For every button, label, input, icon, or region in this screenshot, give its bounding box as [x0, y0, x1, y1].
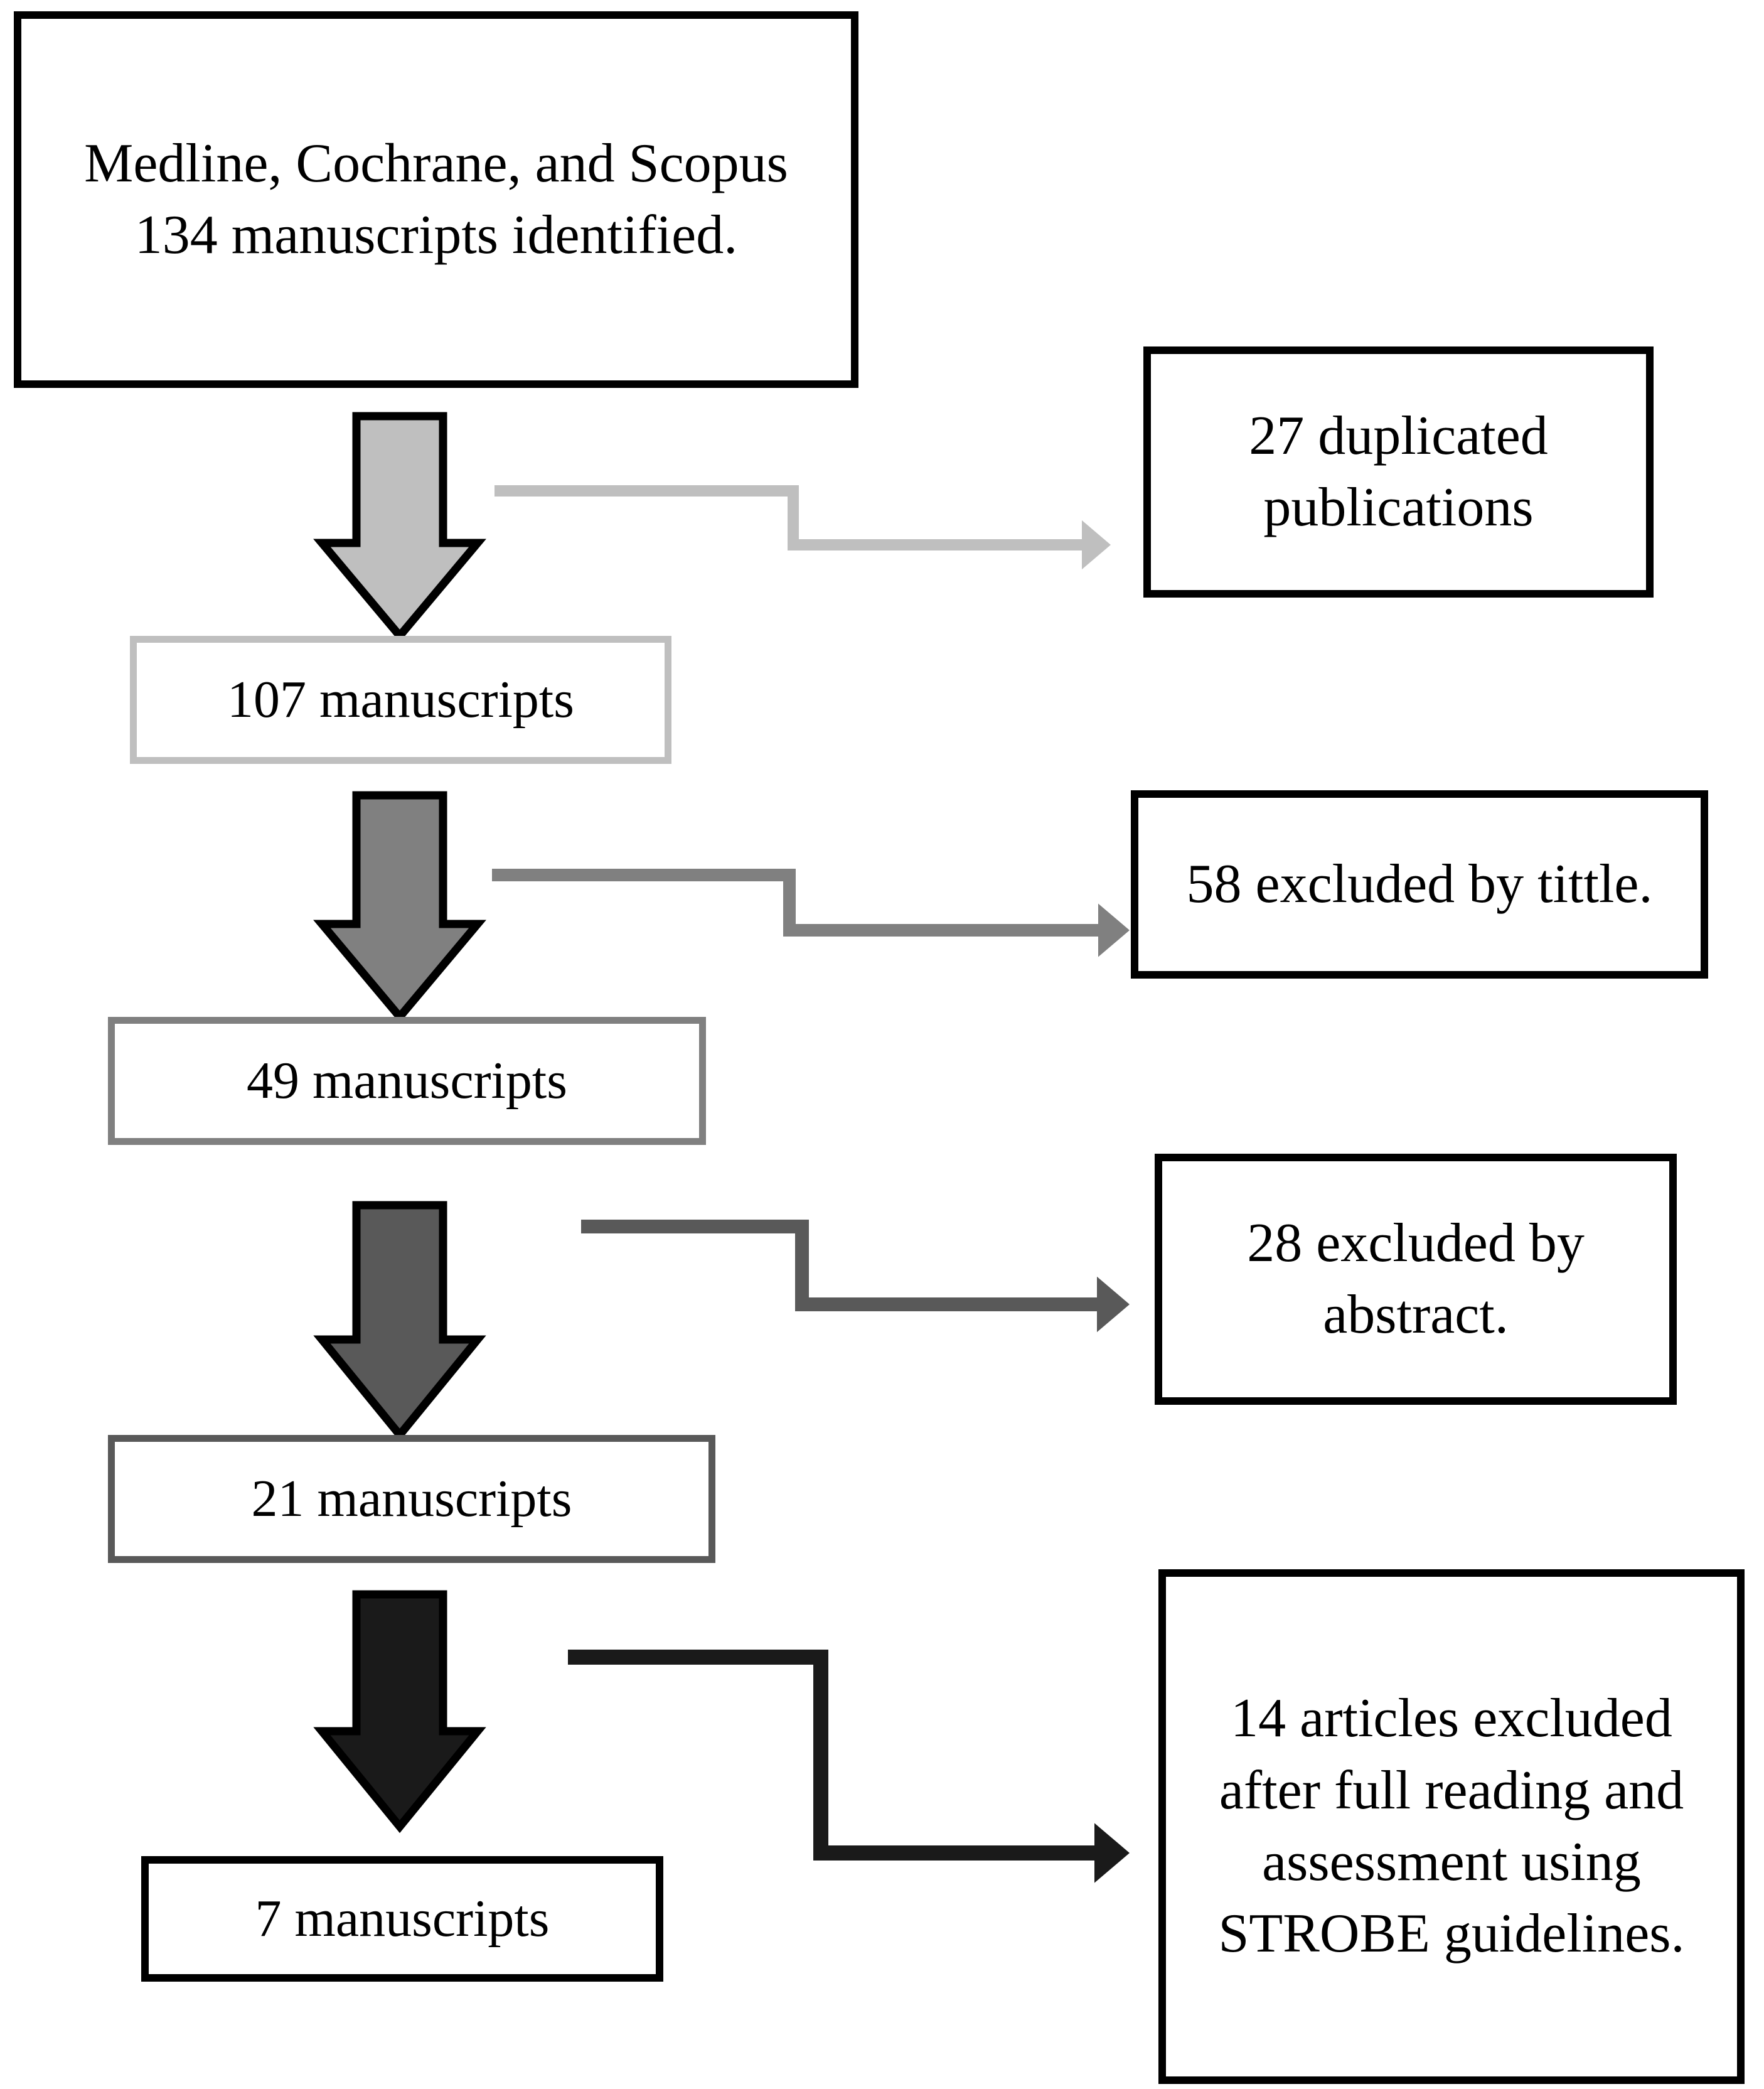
exclusion-line-4: STROBE guidelines. [1218, 1903, 1685, 1965]
connector-title-arrowhead [1098, 903, 1130, 957]
stage-box-21-manuscripts[interactable]: 21 manuscripts [108, 1435, 715, 1563]
connector-abstract-line [581, 1220, 1097, 1311]
exclusion-line-2: abstract. [1323, 1284, 1509, 1345]
stage-box-49-manuscripts[interactable]: 49 manuscripts [108, 1017, 706, 1145]
down-arrow-1 [313, 412, 486, 643]
exclusion-box-excluded-by-title[interactable]: 58 excluded by tittle. [1131, 790, 1708, 979]
exclusion-line-1: 14 articles excluded [1231, 1688, 1672, 1749]
connector-duplicates-arrowhead [1082, 520, 1111, 570]
down-arrow-4 [313, 1590, 486, 1834]
stage-label-49: 49 manuscripts [247, 1051, 567, 1110]
down-arrows-group [313, 412, 486, 1834]
exclusion-label-duplicates: 27 duplicated publications [1167, 400, 1630, 544]
exclusion-label-title: 58 excluded by tittle. [1186, 853, 1653, 915]
stage-label-7: 7 manuscripts [255, 1889, 550, 1948]
exclusion-box-excluded-after-full-reading[interactable]: 14 articles excluded after full reading … [1158, 1569, 1745, 2084]
down-arrow-2 [313, 791, 486, 1024]
stage-box-107-manuscripts[interactable]: 107 manuscripts [130, 636, 671, 764]
exclusion-line-1: 27 duplicated [1249, 405, 1548, 466]
stage-label-identified: Medline, Cochrane, and Scopus 134 manusc… [38, 128, 835, 272]
exclusion-line-2: publications [1263, 477, 1534, 538]
stage-label-21: 21 manuscripts [251, 1469, 572, 1528]
exclusion-line-3: assessment using [1262, 1832, 1641, 1893]
stage-box-7-manuscripts[interactable]: 7 manuscripts [141, 1856, 663, 1982]
exclusion-label-abstract: 28 excluded by abstract. [1179, 1208, 1653, 1351]
exclusion-box-excluded-by-abstract[interactable]: 28 excluded by abstract. [1155, 1154, 1677, 1405]
side-connectors-group [492, 485, 1130, 1883]
connector-fulltext-arrowhead [1094, 1823, 1130, 1883]
stage-line-2: 134 manuscripts identified. [134, 205, 738, 266]
exclusion-label-fulltext: 14 articles excluded after full reading … [1182, 1683, 1721, 1970]
connector-fulltext-line [568, 1650, 1094, 1861]
stage-label-107: 107 manuscripts [227, 670, 574, 729]
stage-line-1: Medline, Cochrane, and Scopus [84, 132, 788, 194]
stage-box-identified[interactable]: Medline, Cochrane, and Scopus 134 manusc… [14, 11, 858, 388]
connector-abstract-arrowhead [1097, 1276, 1130, 1333]
down-arrow-3 [313, 1201, 486, 1442]
connector-duplicates-line [494, 485, 1082, 550]
exclusion-line-2: after full reading and [1219, 1759, 1684, 1821]
exclusion-line-1: 28 excluded by [1247, 1212, 1585, 1274]
exclusion-box-duplicated-publications[interactable]: 27 duplicated publications [1143, 346, 1654, 598]
connector-title-line [492, 869, 1098, 937]
